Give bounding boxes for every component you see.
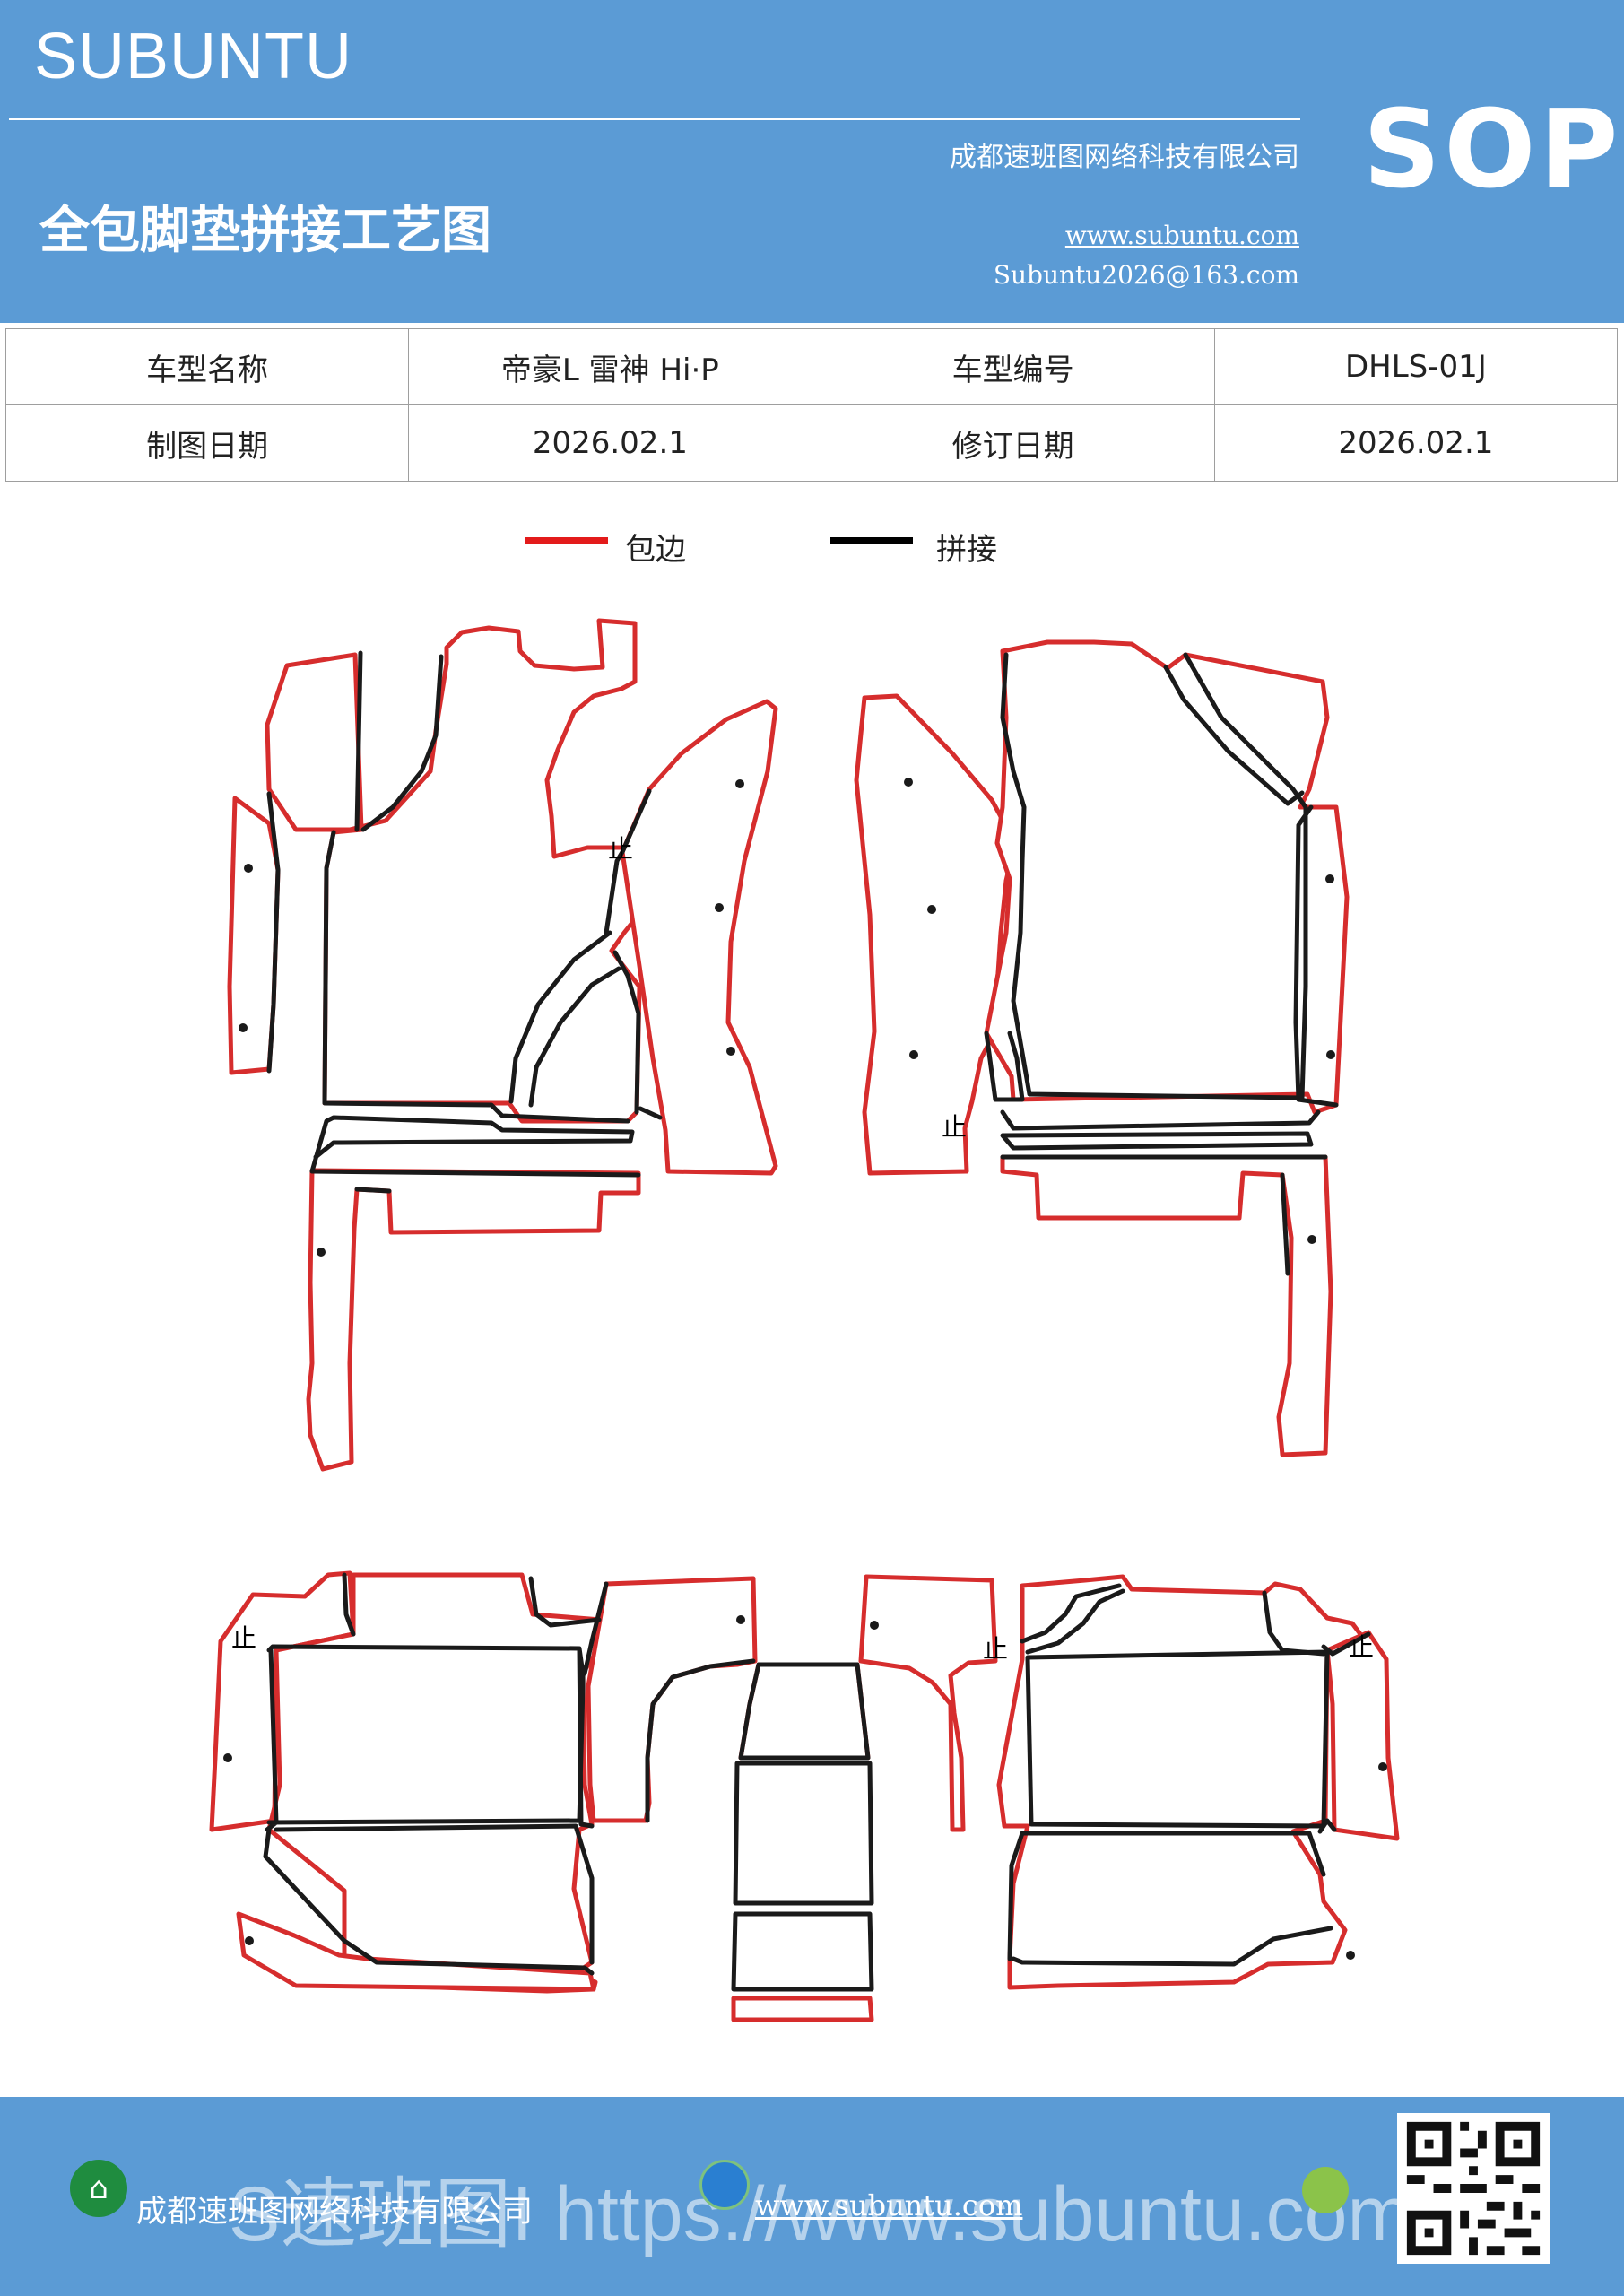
- front-right-door-panel: [854, 693, 1018, 1176]
- mount-hole: [735, 779, 744, 788]
- rear-left-mat: 止: [209, 1570, 758, 1994]
- rear-right-seat-panel: [996, 1574, 1366, 1990]
- tunnel-mid-panel: [733, 1761, 874, 1906]
- page-title: 全包脚垫拼接工艺图: [39, 202, 491, 260]
- footer-banner: ⌂ S速班图I https://www.subuntu.com 成都速班图网络科…: [0, 2097, 1624, 2296]
- mount-hole: [1326, 1050, 1335, 1059]
- building-icon: ⌂: [70, 2160, 127, 2217]
- table-cell: 帝豪L 雷神 Hi·P: [408, 328, 812, 405]
- front-right-footrest: [1000, 1154, 1333, 1457]
- mount-hole: [317, 1248, 326, 1257]
- mount-hole: [1325, 874, 1334, 883]
- legend-seam-swatch: [830, 537, 913, 544]
- table-cell: 制图日期: [4, 404, 410, 482]
- table-cell: 修订日期: [811, 404, 1215, 482]
- mount-hole: [1378, 1762, 1387, 1771]
- mount-hole: [223, 1753, 232, 1762]
- mount-hole: [1346, 1951, 1355, 1960]
- company-name: 成都速班图网络科技有限公司: [950, 142, 1299, 173]
- mount-hole: [909, 1050, 918, 1059]
- rear-left-tunnel-side: [586, 1576, 758, 1823]
- rear-right-mat: 止 止: [858, 1574, 1400, 1990]
- front-right-main-panel: [984, 639, 1350, 1115]
- email-address: Subuntu2026@163.com: [993, 260, 1299, 290]
- sop-badge: SOP: [1363, 88, 1622, 213]
- front-left-mat: 止: [227, 618, 778, 1472]
- footer-company: 成都速班图网络科技有限公司: [136, 2194, 533, 2230]
- table-cell: 车型编号: [811, 328, 1215, 405]
- table-cell: DHLS-01J: [1213, 328, 1619, 405]
- stop-mark: 止: [231, 1623, 256, 1653]
- stop-mark: 止: [942, 1112, 967, 1142]
- mount-hole: [245, 1936, 254, 1945]
- tunnel-end-strip: [731, 1996, 874, 2022]
- legend-seam-label: 拼接: [936, 532, 997, 568]
- qr-code: [1397, 2113, 1550, 2264]
- stop-mark: 止: [608, 834, 633, 864]
- table-row: 制图日期 2026.02.1 修订日期 2026.02.1: [4, 404, 1619, 482]
- header-divider: [9, 118, 1300, 120]
- tunnel-rear-panel: [731, 1911, 874, 1992]
- vehicle-info-table: 车型名称 帝豪L 雷神 Hi·P 车型编号 DHLS-01J 制图日期 2026…: [4, 328, 1619, 482]
- mounting-holes: [223, 778, 1387, 1960]
- front-left-footrest: [306, 1168, 641, 1472]
- mount-hole: [870, 1621, 879, 1630]
- rear-right-side-panel: [1324, 1630, 1400, 1841]
- globe-icon: [699, 2160, 750, 2210]
- rear-right-tunnel-side: [858, 1574, 998, 1832]
- mount-hole: [736, 1615, 745, 1624]
- legend-edge-label: 包边: [625, 532, 686, 568]
- footer-watermark: S速班图I https://www.subuntu.com: [229, 2171, 1412, 2257]
- brand-logo: SUBUNTU: [34, 21, 353, 92]
- table-cell: 2026.02.1: [408, 404, 812, 482]
- mount-hole: [715, 903, 724, 912]
- footer-website-link[interactable]: www.subuntu.com: [755, 2188, 1023, 2222]
- table-cell: 车型名称: [4, 328, 410, 405]
- tunnel-front-panel: [738, 1662, 871, 1761]
- wechat-icon[interactable]: [1302, 2167, 1349, 2213]
- stop-mark: 止: [1349, 1632, 1374, 1662]
- mount-hole: [726, 1047, 735, 1056]
- mount-hole: [927, 905, 936, 914]
- mount-hole: [244, 864, 253, 873]
- center-tunnel: [731, 1662, 874, 2022]
- legend-edge-swatch: [525, 537, 608, 544]
- header-banner: SUBUNTU 全包脚垫拼接工艺图 成都速班图网络科技有限公司 www.subu…: [0, 0, 1624, 323]
- table-cell: 2026.02.1: [1213, 404, 1619, 482]
- mount-hole: [904, 778, 913, 787]
- front-right-mat: 止: [854, 639, 1350, 1457]
- mount-hole: [239, 1023, 248, 1032]
- table-row: 车型名称 帝豪L 雷神 Hi·P 车型编号 DHLS-01J: [4, 328, 1619, 405]
- stop-mark: 止: [983, 1634, 1008, 1664]
- mount-hole: [1307, 1235, 1316, 1244]
- website-link[interactable]: www.subuntu.com: [1064, 221, 1299, 250]
- front-left-wheel-panel: [620, 699, 778, 1176]
- legend: 包边 拼接: [0, 525, 1624, 570]
